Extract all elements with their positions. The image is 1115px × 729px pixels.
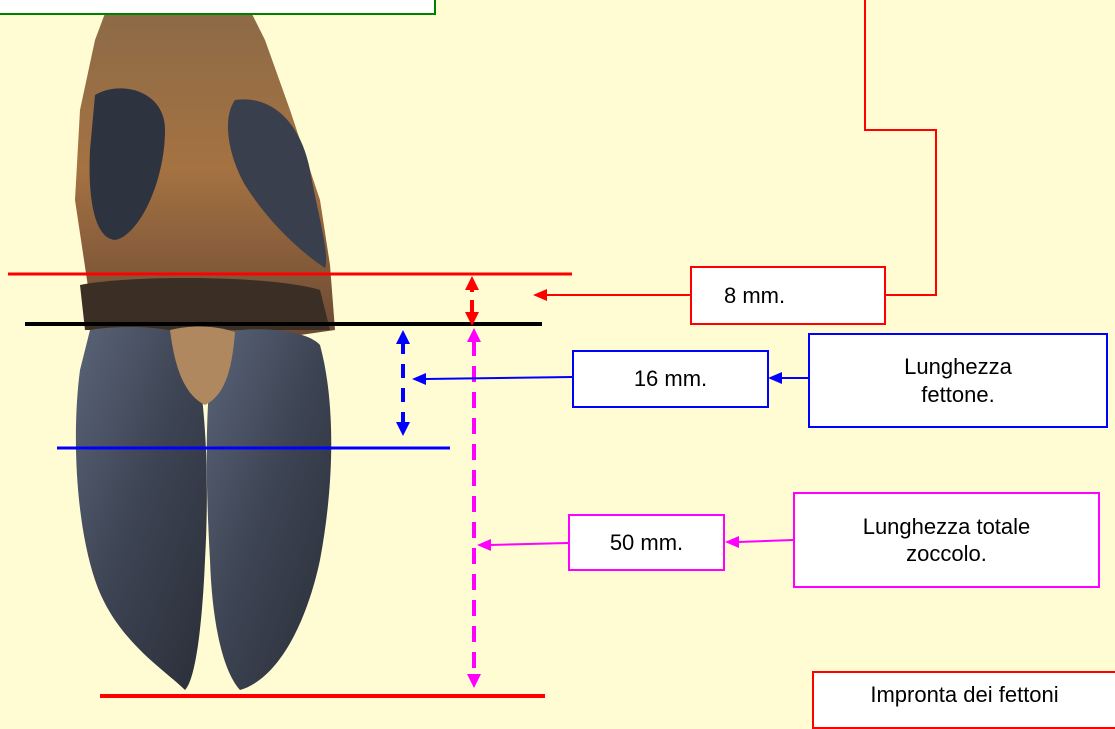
leader-total <box>725 536 793 548</box>
claw-right <box>207 329 332 690</box>
connector-red-top <box>865 0 936 295</box>
arrow-50mm <box>467 328 481 688</box>
label-impronta-fettoni: Impronta dei fettoni <box>812 671 1115 729</box>
top-label-box <box>0 0 435 14</box>
arrow-16mm <box>396 330 410 436</box>
leader-16mm <box>412 373 572 385</box>
label-fettone-length: Lunghezza fettone. <box>808 333 1108 428</box>
leader-8mm <box>533 289 690 301</box>
hoof-image <box>75 0 335 690</box>
label-50mm: 50 mm. <box>568 514 725 571</box>
leader-fettone <box>768 372 808 384</box>
leader-50mm <box>477 539 568 551</box>
label-16mm: 16 mm. <box>572 350 769 408</box>
label-8mm: 8 mm. <box>690 266 886 325</box>
label-total-length: Lunghezza totale zoccolo. <box>793 492 1100 588</box>
arrow-8mm <box>465 276 479 326</box>
